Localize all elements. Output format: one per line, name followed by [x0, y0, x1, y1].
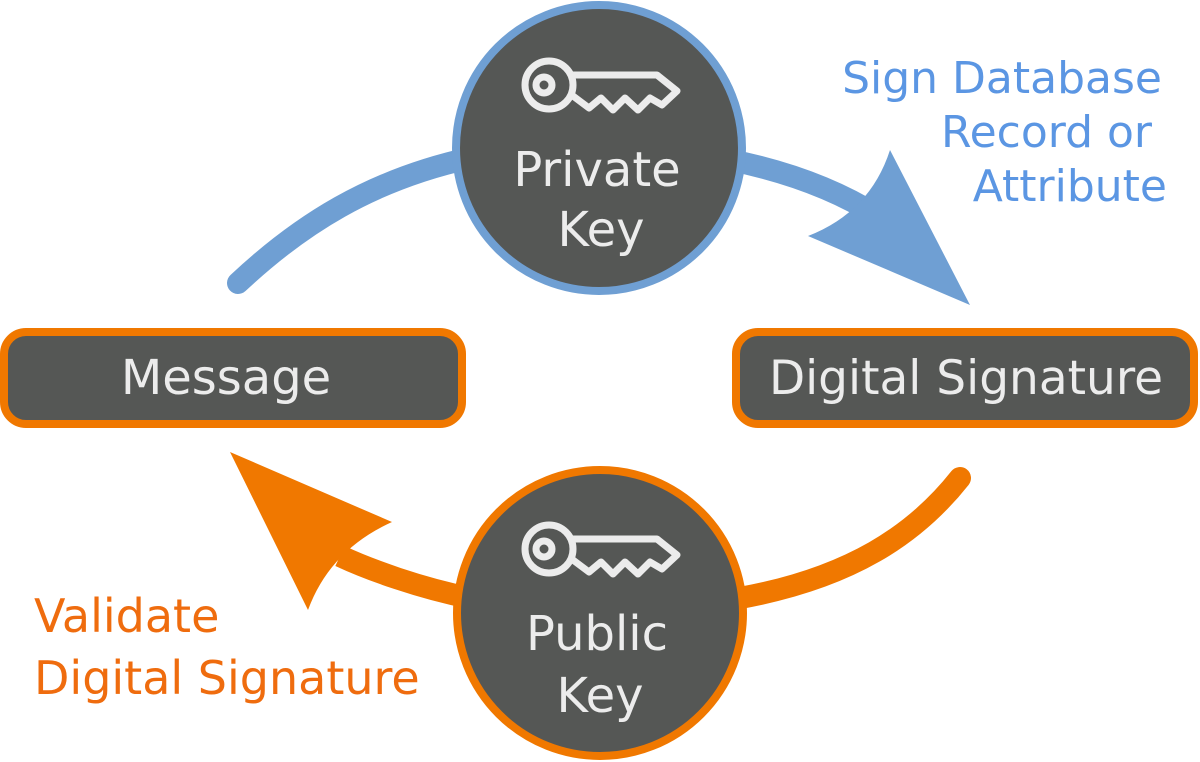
private-key-label-line2: Key [557, 202, 644, 258]
private-key-label-line1: Private [513, 142, 680, 198]
sign-caption-line1: Sign Database [842, 53, 1162, 104]
validate-caption-line2: Digital Signature [34, 651, 420, 705]
public-key-label-line2: Key [556, 668, 643, 724]
sign-caption-line2: Record or [941, 107, 1153, 158]
validate-arrowhead [230, 452, 392, 610]
public-key-label-line1: Public [526, 606, 668, 662]
key-icon [521, 521, 681, 578]
key-icon [521, 57, 681, 114]
validate-arc-right [729, 467, 971, 609]
sign-flow-arrow [227, 147, 970, 305]
digital-signature-node: Digital Signature [732, 328, 1198, 428]
validate-caption-line1: Validate [34, 589, 219, 643]
message-label: Message [121, 350, 331, 406]
public-key-node: Public Key [453, 466, 747, 760]
validate-arc-left [335, 546, 473, 609]
digital-signature-label: Digital Signature [769, 351, 1163, 406]
private-key-node: Private Key [452, 1, 746, 295]
sign-arc-left [227, 147, 481, 294]
sign-arrowhead [808, 150, 970, 305]
validate-caption: Validate Digital Signature [34, 589, 420, 705]
validate-flow-arrow [230, 452, 971, 610]
sign-caption-line3: Attribute [973, 161, 1167, 212]
message-node: Message [0, 328, 466, 428]
sign-caption: Sign Database Record or Attribute [842, 53, 1167, 212]
